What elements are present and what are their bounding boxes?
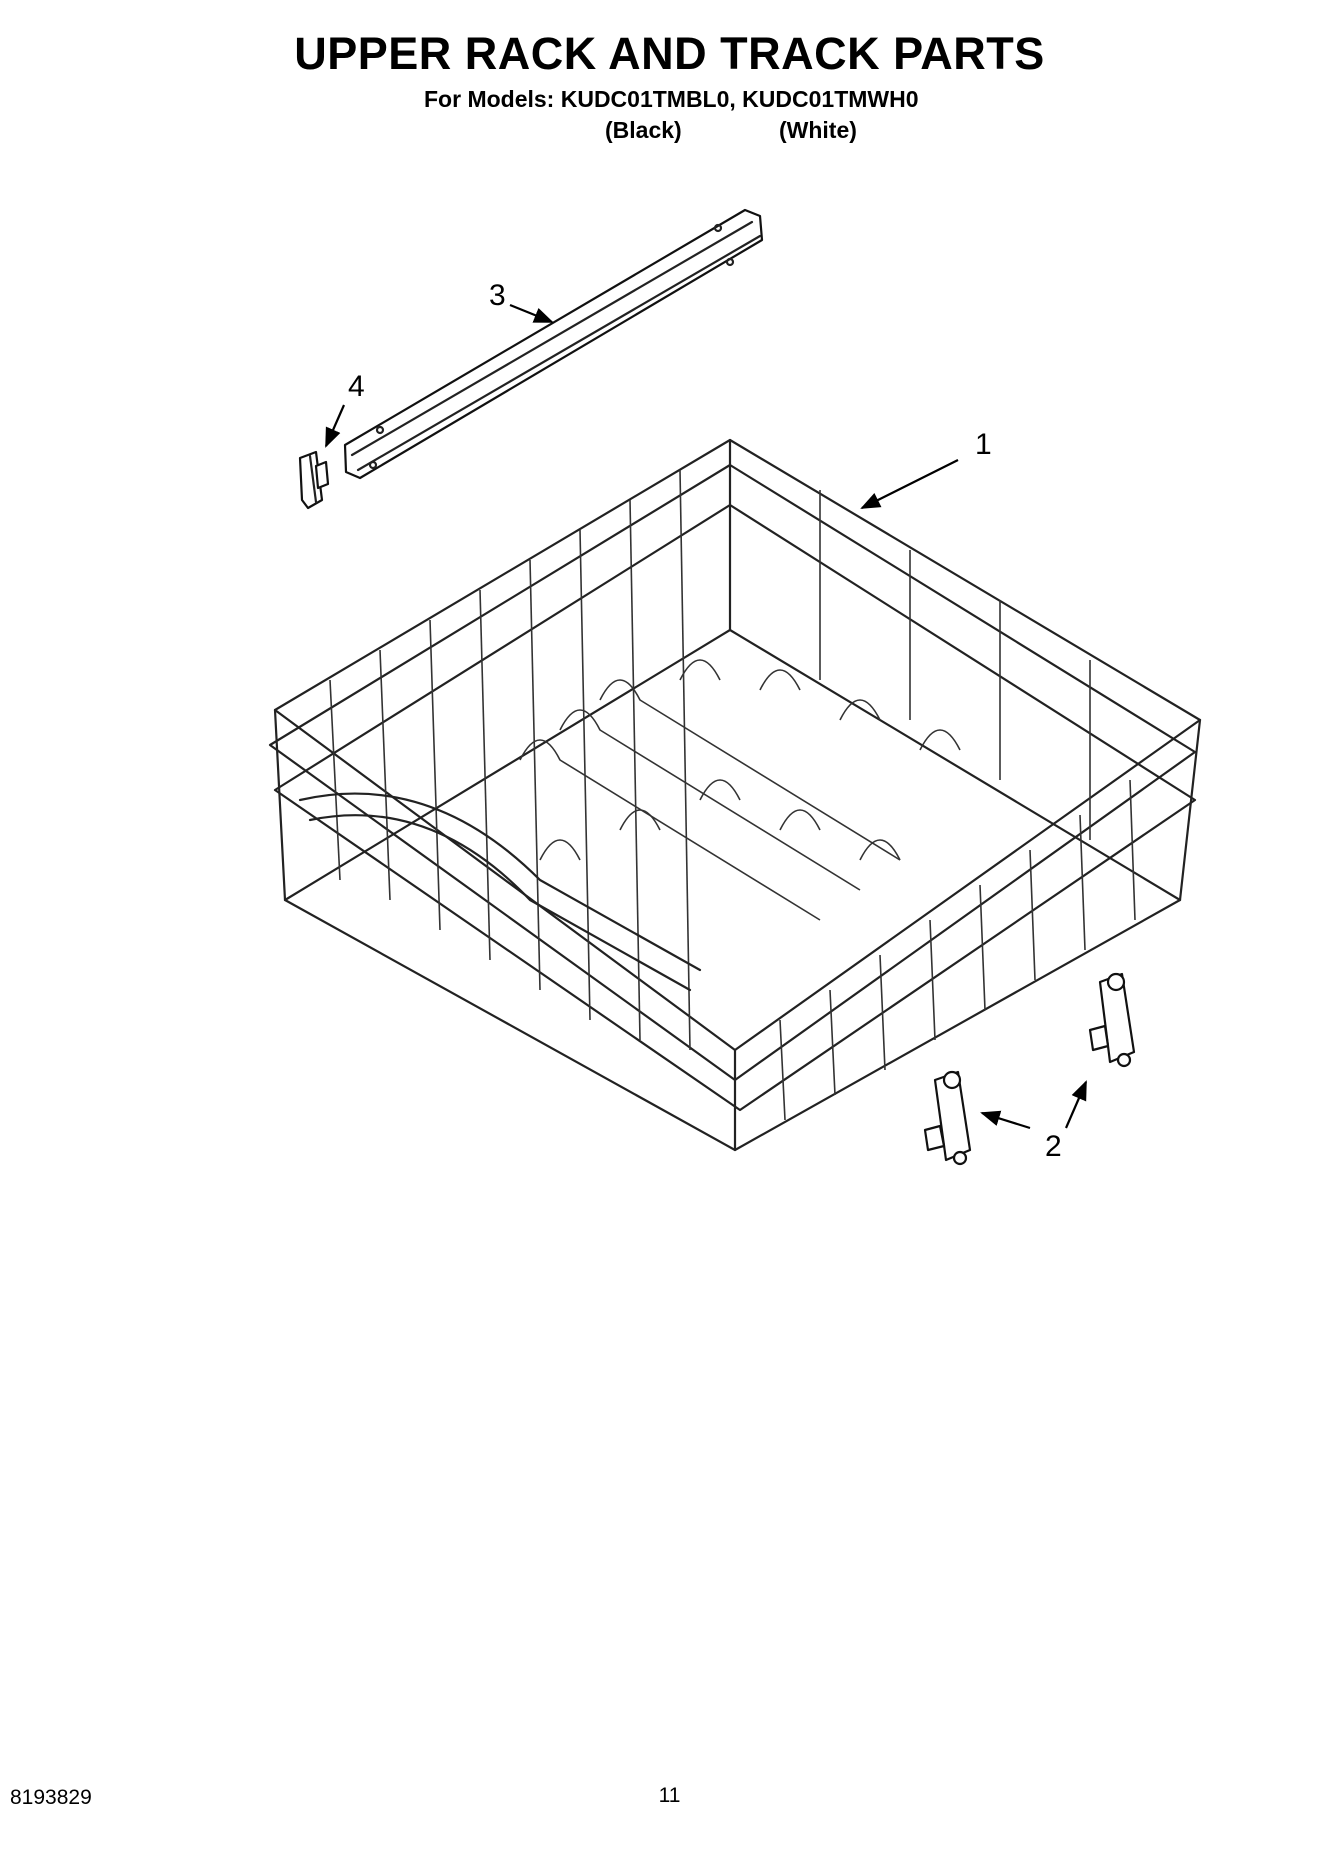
- variant-white-label: (White): [779, 117, 857, 143]
- leader-line-4: [324, 404, 346, 448]
- callout-4: 4: [348, 370, 365, 403]
- leader-line-2a: [980, 1110, 1031, 1130]
- track-stop-part: [298, 450, 330, 510]
- models-line: For Models: KUDC01TMBL0, KUDC01TMWH0: [424, 86, 919, 112]
- roller-adjuster-right: [1088, 972, 1136, 1068]
- track-part: [343, 208, 764, 480]
- leader-line-3: [509, 303, 554, 324]
- leader-line-2b: [1064, 1080, 1088, 1129]
- leader-line-1: [860, 459, 959, 509]
- page-number: 11: [658, 1784, 681, 1807]
- roller-adjuster-left: [923, 1070, 972, 1166]
- callout-1: 1: [975, 428, 992, 461]
- page-title: UPPER RACK AND TRACK PARTS: [294, 28, 1045, 79]
- callout-3: 3: [489, 279, 506, 312]
- dish-rack-part: [268, 438, 1202, 1152]
- document-number: 8193829: [10, 1786, 92, 1809]
- callout-2: 2: [1045, 1130, 1062, 1163]
- variant-black-label: (Black): [605, 117, 682, 143]
